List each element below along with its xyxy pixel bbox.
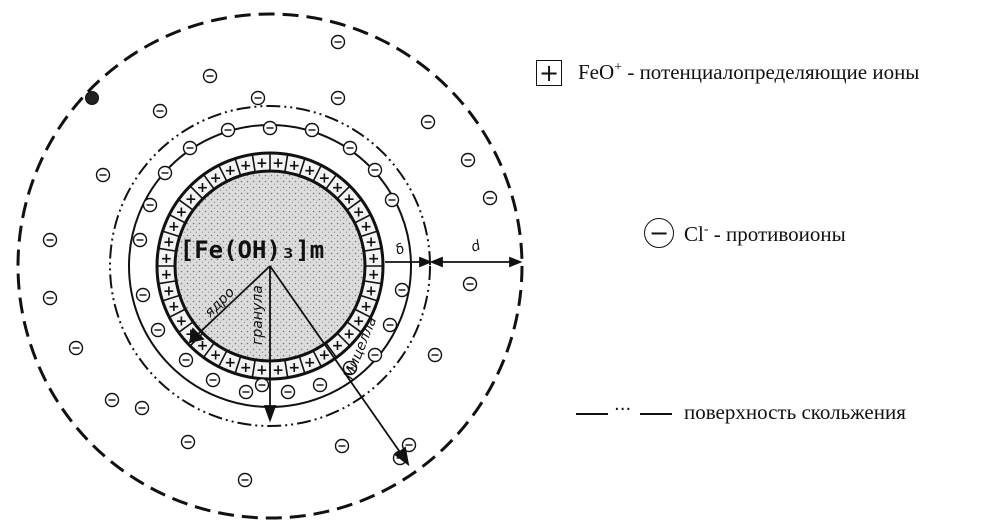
plus-ion: + [332,338,344,354]
plus-ion: + [163,235,175,251]
plus-ion-formula: FeO [578,60,614,84]
plus-ion: + [288,158,300,174]
plus-ion: + [256,363,268,379]
core-formula-label: [Fe(OH)₃]m [180,236,325,264]
plus-ion: + [304,163,316,179]
d-label: d [469,238,483,256]
plus-ion: + [175,313,187,329]
plus-ion: + [272,363,284,379]
plus-ion: + [256,155,268,171]
plus-ion: + [368,267,380,283]
plus-ion: + [168,219,180,235]
plus-ion: + [365,235,377,251]
plus-ion-legend: FeO+ - потенциалопределяющие ионы [578,60,919,85]
plus-ion: + [224,163,236,179]
plus-symbol: + [539,61,559,85]
slip-legend-dots: ··· [614,401,631,419]
plus-ion: + [288,360,300,376]
minus-ion-text: - противоионы [709,222,846,246]
minus-ion-legend: Cl- - противоионы [684,222,846,247]
plus-ion: + [210,348,222,364]
plus-ion: + [304,355,316,371]
delta-label: δ [393,240,408,258]
core-formula: [Fe(OH)₃]m [180,236,325,264]
minus-symbol: − [649,221,669,245]
plus-ion: + [224,355,236,371]
plus-ion: + [160,267,172,283]
slip-legend-text: поверхность скольжения [684,400,906,425]
plus-ion: + [163,283,175,299]
minus-ion-formula: Cl [684,222,704,246]
plus-ion: + [240,360,252,376]
plus-ion-legend-icon: + [536,60,562,86]
granule-label: гранула [250,285,266,345]
plus-ion: + [210,170,222,186]
counter-ion-dark [86,92,99,105]
minus-ion-legend-icon: − [644,218,674,248]
plus-ion: + [240,158,252,174]
slip-legend-dash-left [576,413,608,415]
plus-ion: + [197,180,209,196]
plus-ion: + [272,155,284,171]
plus-ion-text: - потенциалопределяющие ионы [622,60,919,84]
plus-ion: + [368,251,380,267]
plus-ion: + [185,191,197,207]
plus-ion: + [318,170,330,186]
plus-ion: + [168,299,180,315]
plus-ion: + [160,251,172,267]
plus-ion-charge: + [614,60,622,75]
slip-legend-dash-right [640,413,672,415]
